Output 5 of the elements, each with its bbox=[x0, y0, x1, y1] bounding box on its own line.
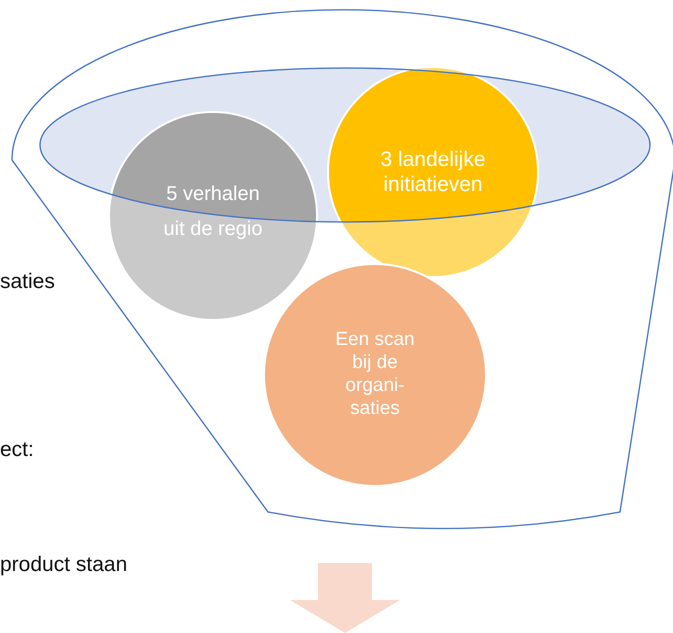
text-fragment: product staan bbox=[0, 553, 128, 577]
text-fragment: saties bbox=[0, 270, 55, 294]
node-text: Een scan bij de organi- saties bbox=[334, 329, 416, 421]
text-fragment: ect: bbox=[0, 438, 34, 462]
node-text: 3 landelijke initiatieven bbox=[379, 146, 487, 198]
